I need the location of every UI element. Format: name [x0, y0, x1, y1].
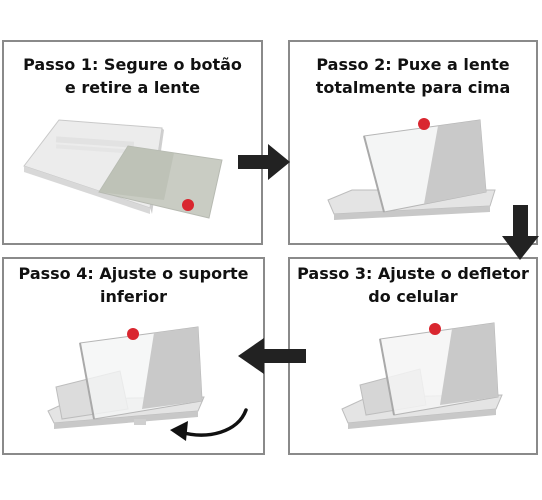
support-adjust-illustration [47, 326, 205, 429]
step-3-panel: Passo 3: Ajuste o defletor do celular [288, 257, 538, 455]
step-2-title-line2: totalmente para cima [315, 78, 511, 97]
step-1-title: Passo 1: Segure o botão e retire a lente [4, 53, 261, 99]
step-3-title-line2: do celular [368, 287, 458, 306]
step-3-title-line1: Passo 3: Ajuste o defletor [297, 264, 529, 283]
step-4-title-line1: Passo 4: Ajuste o suporte [18, 264, 249, 283]
step-4-title-line2: inferior [100, 287, 167, 306]
lens-raised-illustration [327, 118, 496, 220]
deflector-adjust-illustration [341, 322, 503, 429]
red-button-icon [418, 118, 430, 130]
step-1-title-line1: Passo 1: Segure o botão [23, 55, 242, 74]
step-4-panel: Passo 4: Ajuste o suporte inferior [2, 257, 265, 455]
red-button-icon [127, 328, 139, 340]
folded-magnifier-illustration [23, 119, 223, 219]
step-3-title: Passo 3: Ajuste o defletor do celular [290, 262, 536, 308]
step-2-title: Passo 2: Puxe a lente totalmente para ci… [290, 53, 536, 99]
red-button-icon [429, 323, 441, 335]
step-1-panel: Passo 1: Segure o botão e retire a lente [2, 40, 263, 245]
step-4-title: Passo 4: Ajuste o suporte inferior [4, 262, 263, 308]
step-2-title-line1: Passo 2: Puxe a lente [316, 55, 510, 74]
step-2-panel: Passo 2: Puxe a lente totalmente para ci… [288, 40, 538, 245]
step-1-title-line2: e retire a lente [64, 78, 201, 97]
red-button-icon [182, 199, 194, 211]
